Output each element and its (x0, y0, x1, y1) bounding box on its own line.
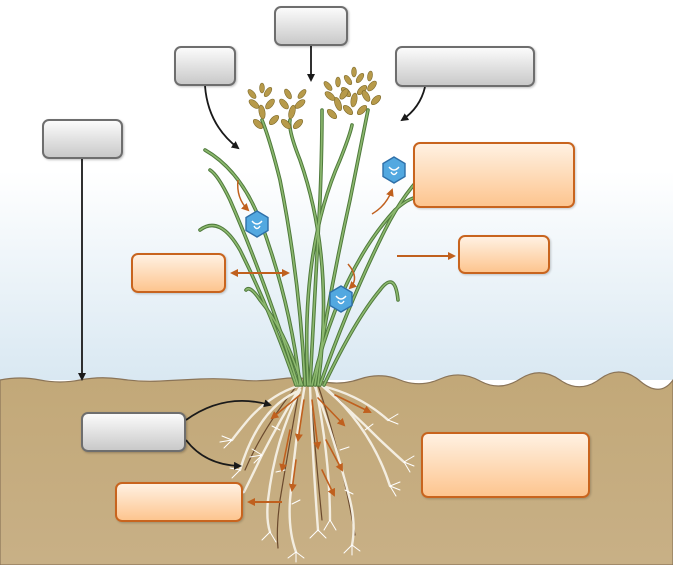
microbe-icon (246, 211, 268, 237)
label-above-ground-right (413, 142, 575, 208)
label-left-side (42, 119, 123, 159)
label-below-ground-bottom-left (115, 482, 243, 522)
label-top-left (174, 46, 236, 86)
label-below-ground-left (81, 412, 186, 452)
label-above-ground-left (131, 253, 226, 293)
label-below-ground-right (421, 432, 590, 498)
label-top-right (395, 46, 535, 87)
label-top-center (274, 6, 348, 46)
microbe-icon (383, 157, 405, 183)
bottom-margin (0, 565, 673, 578)
microbe-icon (330, 286, 352, 312)
label-above-ground-mid-right (458, 235, 550, 274)
